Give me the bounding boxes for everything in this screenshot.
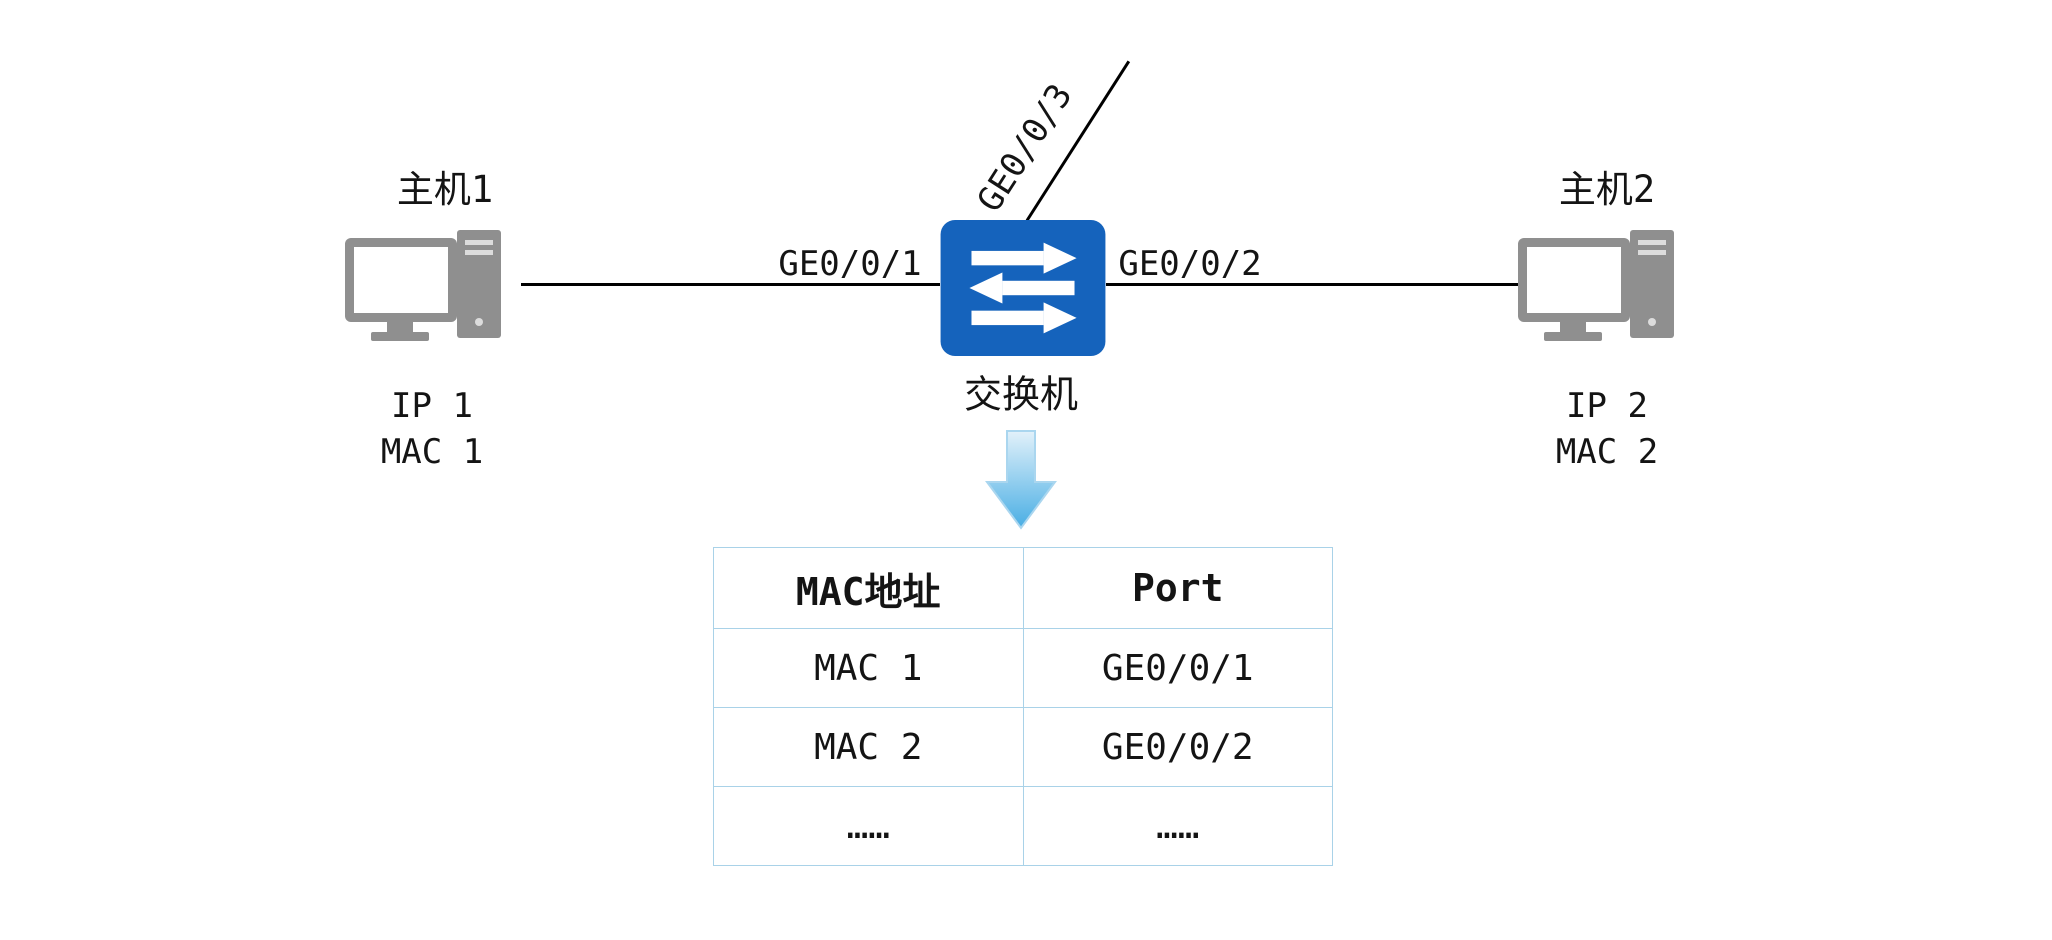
switch-icon: [940, 220, 1106, 356]
mac-table-header-mac: MAC地址: [713, 547, 1024, 629]
port-cell: GE0/0/2: [1022, 707, 1333, 787]
switch-label: 交换机: [963, 372, 1079, 417]
mac-table-header-row: MAC地址 Port: [713, 547, 1333, 629]
down-arrow-icon: [985, 430, 1057, 530]
host1-pc-icon: [345, 230, 501, 341]
table-row: …… ……: [713, 786, 1333, 866]
host1-mac-label: MAC 1: [380, 432, 484, 472]
mac-address-table: MAC地址 Port MAC 1 GE0/0/1 MAC 2 GE0/0/2 ……: [713, 547, 1333, 866]
host1-name: 主机1: [396, 168, 494, 211]
host2-mac-label: MAC 2: [1555, 432, 1659, 472]
mac-cell: MAC 1: [713, 628, 1024, 708]
host1-ip-label: IP 1: [391, 386, 473, 426]
port-cell: ……: [1022, 786, 1333, 866]
port-label-ge003: GE0/0/3: [969, 76, 1081, 220]
mac-cell: ……: [713, 786, 1024, 866]
port-label-ge002: GE0/0/2: [1118, 244, 1262, 284]
link-switch-host2: [1106, 283, 1518, 286]
port-label-ge001: GE0/0/1: [778, 244, 922, 284]
link-host1-switch: [521, 283, 940, 286]
table-row: MAC 2 GE0/0/2: [713, 707, 1333, 787]
host2-pc-icon: [1518, 230, 1674, 341]
mac-cell: MAC 2: [713, 707, 1024, 787]
port-cell: GE0/0/1: [1022, 628, 1333, 708]
host2-name: 主机2: [1558, 168, 1656, 211]
table-row: MAC 1 GE0/0/1: [713, 628, 1333, 708]
mac-table-header-port: Port: [1022, 547, 1333, 629]
host2-ip-label: IP 2: [1566, 386, 1648, 426]
